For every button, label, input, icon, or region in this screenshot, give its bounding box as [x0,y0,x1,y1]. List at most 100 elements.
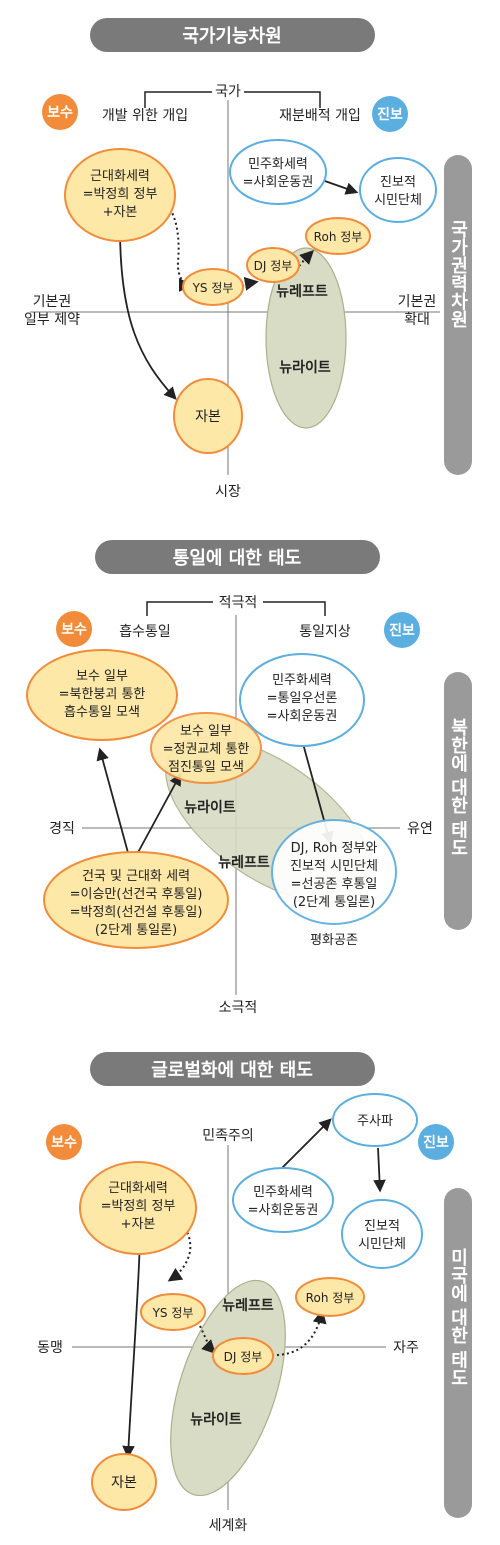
section3-header [90,1052,375,1086]
section1-dem-line2: =사회운동권 [243,175,314,190]
section3-prog-line1: 진보적 [364,1219,400,1234]
section2-header [95,540,380,574]
section1-new-right-label: 뉴라이트 [279,359,331,376]
section1-axis-left-2: 일부 제약 [24,312,80,328]
section-unification: 통일에 대한 태도 북한에 대한 태도 적극적 소극적 경직 유연 흡수통일 통… [26,540,472,1016]
section2-dem-line3: =사회운동권 [267,709,338,724]
section1-axis-top: 국가 [215,84,241,100]
section3-new-left-label: 뉴레프트 [222,1298,274,1314]
section3-mod-line1: 근대화세력 [108,1181,168,1196]
section1-arrow-ys-dj [241,276,259,291]
section3-new-right-zone [170,1279,286,1497]
section1-conservative-label: 보수 [47,105,73,121]
section2-base-line3: =박정희(선건설 후통일) [70,905,203,920]
section1-progressive-civic-node [359,157,437,223]
section1-progressive-label: 진보 [377,106,403,123]
section2-progressive-badge [384,612,420,648]
section1-axis-right-2: 확대 [404,312,430,328]
section3-roh-node [295,1277,365,1317]
section3-axis-right: 자주 [393,1340,419,1356]
section3-ys-node [140,1293,206,1331]
section3-dj-node [212,1337,274,1375]
section3-modernization-node [79,1161,197,1255]
section2-peace-caption: 평화공존 [310,933,358,948]
section3-dem-line1: 민주화세력 [253,1185,313,1200]
section3-conservative-label: 보수 [51,1135,77,1151]
section1-progressive-badge [372,96,408,132]
section1-roh-label: Roh 정부 [314,230,363,244]
section3-arrow-jusa-prog [373,1147,386,1193]
section3-mod-line2: =박정희 정부 [101,1199,176,1214]
section2-new-right-label: 뉴라이트 [184,799,236,816]
section3-dem-line2: =사회운동권 [248,1203,319,1218]
section3-arrow-mod-capital [122,1239,141,1459]
section2-side-label: 북한에 대한 태도 [448,718,469,857]
section2-c1-line3: 흡수통일 모색 [64,705,140,720]
section1-mod-line3: +자본 [103,205,138,220]
section3-title: 글로벌화에 대한 태도 [151,1060,313,1081]
section2-base-line2: =이승만(선건국 후통일) [70,887,203,902]
section1-new-left-label: 뉴레프트 [276,284,328,300]
section3-progressive-badge [418,1124,454,1160]
section3-progressive-label: 진보 [423,1134,449,1151]
section2-dem-line2: =통일우선론 [267,691,338,706]
section2-conservative-part1-node [26,649,178,741]
section1-axis-bottom: 시장 [215,484,241,500]
section2-axis-bottom: 소극적 [219,1000,258,1016]
section1-mod-line1: 근대화세력 [90,169,150,184]
section2-side-bar [444,672,472,930]
section1-title: 국가기능차원 [182,26,281,47]
section2-p-line2: 진보적 시민단체 [290,859,378,874]
section2-progressive-label: 진보 [389,622,415,639]
section2-c2-line1: 보수 일부 [180,724,232,739]
section1-dj-node [246,247,300,283]
section3-arrow-dj-roh [271,1309,327,1357]
section1-modernization-node [64,148,176,242]
section3-side-label: 미국에 대한 태도 [448,1248,469,1387]
section1-democratization-node [229,139,327,205]
section1-ys-label: YS 정부 [192,281,234,295]
section3-progressive-civic-node [341,1199,423,1269]
section1-header [90,18,375,52]
section2-arrow-base-c2 [134,772,182,859]
section3-jusa-node [332,1093,418,1147]
section2-peace-node [271,819,397,925]
section2-axis-top-right: 통일지상 [299,624,351,640]
section2-new-left-label: 뉴레프트 [218,855,270,871]
section1-prog-line2: 시민단체 [374,193,422,208]
section2-conservative-label: 보수 [61,622,87,638]
section2-conservative-badge [56,611,92,647]
section2-base-line1: 건국 및 근대화 세력 [82,869,190,884]
section3-ys-label: YS 정부 [152,1306,194,1320]
section3-roh-label: Roh 정부 [306,1291,355,1305]
section2-base-line4: (2단계 통일론) [95,923,177,938]
section3-axis-left: 동맹 [37,1340,63,1356]
section1-axis-left-1: 기본권 [33,294,72,310]
section1-arrow-mod-capital [119,227,177,400]
section1-prog-line1: 진보적 [380,175,416,190]
section1-dem-line1: 민주화세력 [248,157,308,172]
section2-axis-right: 유연 [407,821,433,837]
section-globalization: 글로벌화에 대한 태도 미국에 대한 태도 민족주의 세계화 동맹 자주 보수 … [37,1052,472,1534]
section3-democratization-node [232,1167,334,1233]
section1-new-right-zone [265,247,347,429]
section1-arrow-dem-prog [321,179,359,195]
section1-side-bar [444,155,472,475]
section2-axis-top-left: 흡수통일 [119,624,171,640]
section1-axis-right-1: 기본권 [398,294,437,310]
section2-title: 통일에 대한 태도 [173,548,301,569]
section3-axis-top: 민족주의 [202,1128,254,1144]
section2-c1-line2: =북한붕괴 통한 [59,687,146,702]
section2-axis-top: 적극적 [219,595,258,611]
section1-axis-top-right: 재분배적 개입 [279,108,361,124]
section1-side-label: 국가권력차원 [448,220,469,328]
section1-conservative-badge [42,94,78,130]
section1-dj-label: DJ 정부 [254,259,293,273]
section2-c1-line1: 보수 일부 [76,669,128,684]
section2-democratization-node [239,653,365,747]
section1-capital-node [173,378,243,454]
section2-axis-left: 경직 [49,821,75,837]
section1-axis-top-left: 개발 위한 개입 [102,108,188,124]
section-state-function: 국가기능차원 국가권력차원 국가 시장 기본권 일부 제약 기본권 확대 개발 … [24,18,472,500]
